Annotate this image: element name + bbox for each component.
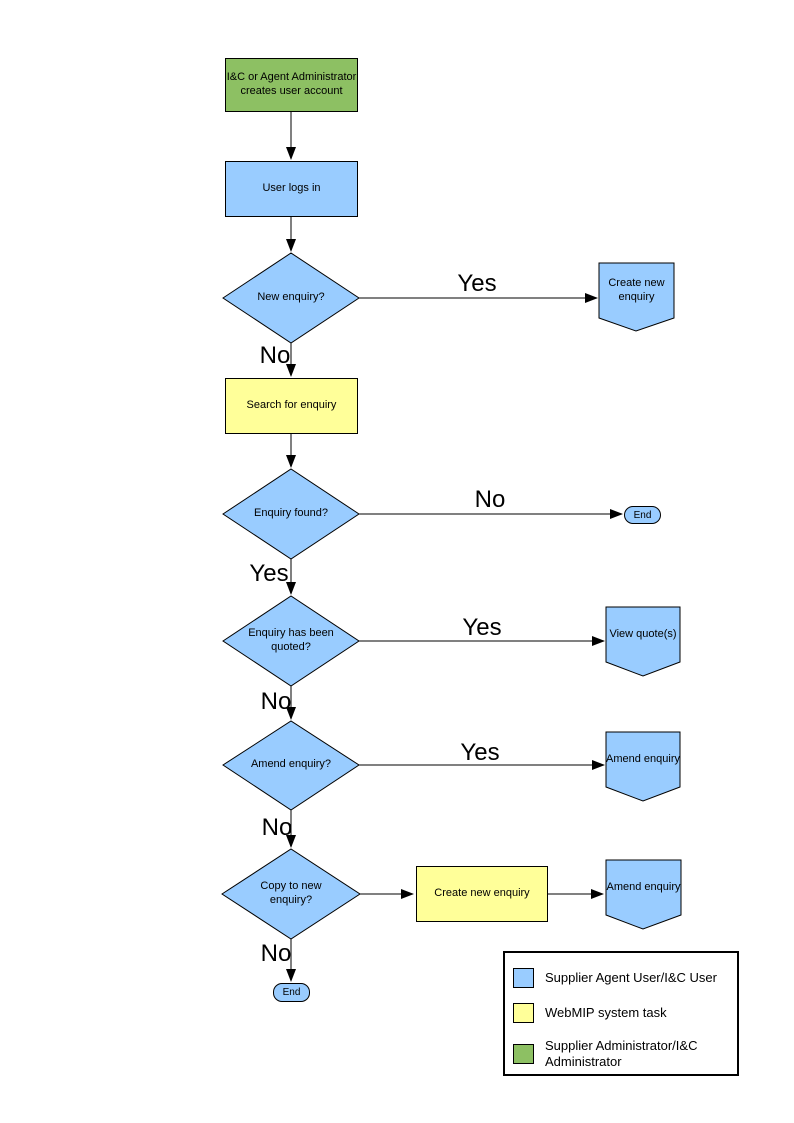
decision-copy-to-new-shape: [221, 848, 361, 940]
edge-label-new-enquiry-no: No: [259, 342, 291, 369]
process-search-for-enquiry: Search for enquiry: [225, 378, 358, 434]
terminator-end-2-label: End: [282, 987, 301, 998]
edge-label-enquiry-found-yes: Yes: [249, 560, 289, 587]
decision-enquiry-quoted-shape: [222, 595, 360, 687]
process-user-logs-in-label: User logs in: [262, 182, 321, 195]
decision-new-enquiry-shape: [222, 252, 360, 344]
legend-label-user-task: Supplier Agent User/I&C User: [545, 970, 717, 985]
terminator-end-2: End: [273, 983, 310, 1002]
process-admin-creates-account-label: I&C or Agent Administrator creates user …: [226, 71, 357, 97]
process-user-logs-in: User logs in: [225, 161, 358, 217]
pentagon-amend-enquiry-2-shape: [605, 859, 682, 930]
legend-item-admin: Supplier Administrator/I&C Administrator: [513, 1038, 737, 1070]
process-create-new-enquiry: Create new enquiry: [416, 866, 548, 922]
legend-swatch-system-task: [513, 1003, 534, 1023]
decision-amend-enquiry-shape: [222, 720, 360, 811]
pentagon-view-quotes-shape: [605, 606, 681, 677]
edge-label-enquiry-found-no: No: [474, 486, 506, 513]
process-create-new-enquiry-label: Create new enquiry: [434, 887, 530, 900]
process-search-for-enquiry-label: Search for enquiry: [246, 399, 337, 412]
legend-swatch-admin-task: [513, 1044, 534, 1064]
pentagon-create-new-enquiry-shape: [598, 262, 675, 332]
decision-enquiry-found-shape: [222, 468, 360, 560]
terminator-end-1-label: End: [633, 509, 652, 521]
edge-label-enquiry-quoted-no: No: [260, 688, 292, 715]
edge-label-enquiry-quoted-yes: Yes: [462, 614, 502, 641]
legend-item-user: Supplier Agent User/I&C User: [513, 968, 737, 988]
legend-label-system-task: WebMIP system task: [545, 1005, 667, 1020]
edge-label-amend-enquiry-no: No: [261, 814, 293, 841]
process-admin-creates-account: I&C or Agent Administrator creates user …: [225, 58, 358, 112]
edge-label-amend-enquiry-yes: Yes: [460, 739, 500, 766]
legend-swatch-user-task: [513, 968, 534, 988]
terminator-end-1: End: [624, 506, 661, 524]
legend-label-admin-task: Supplier Administrator/I&C Administrator: [545, 1038, 698, 1069]
edge-label-new-enquiry-yes: Yes: [457, 270, 497, 297]
pentagon-amend-enquiry-1-shape: [605, 731, 681, 802]
legend-item-system: WebMIP system task: [513, 1003, 737, 1023]
legend: Supplier Agent User/I&C User WebMIP syst…: [503, 951, 739, 1076]
edge-label-copy-to-new-no: No: [260, 940, 292, 967]
